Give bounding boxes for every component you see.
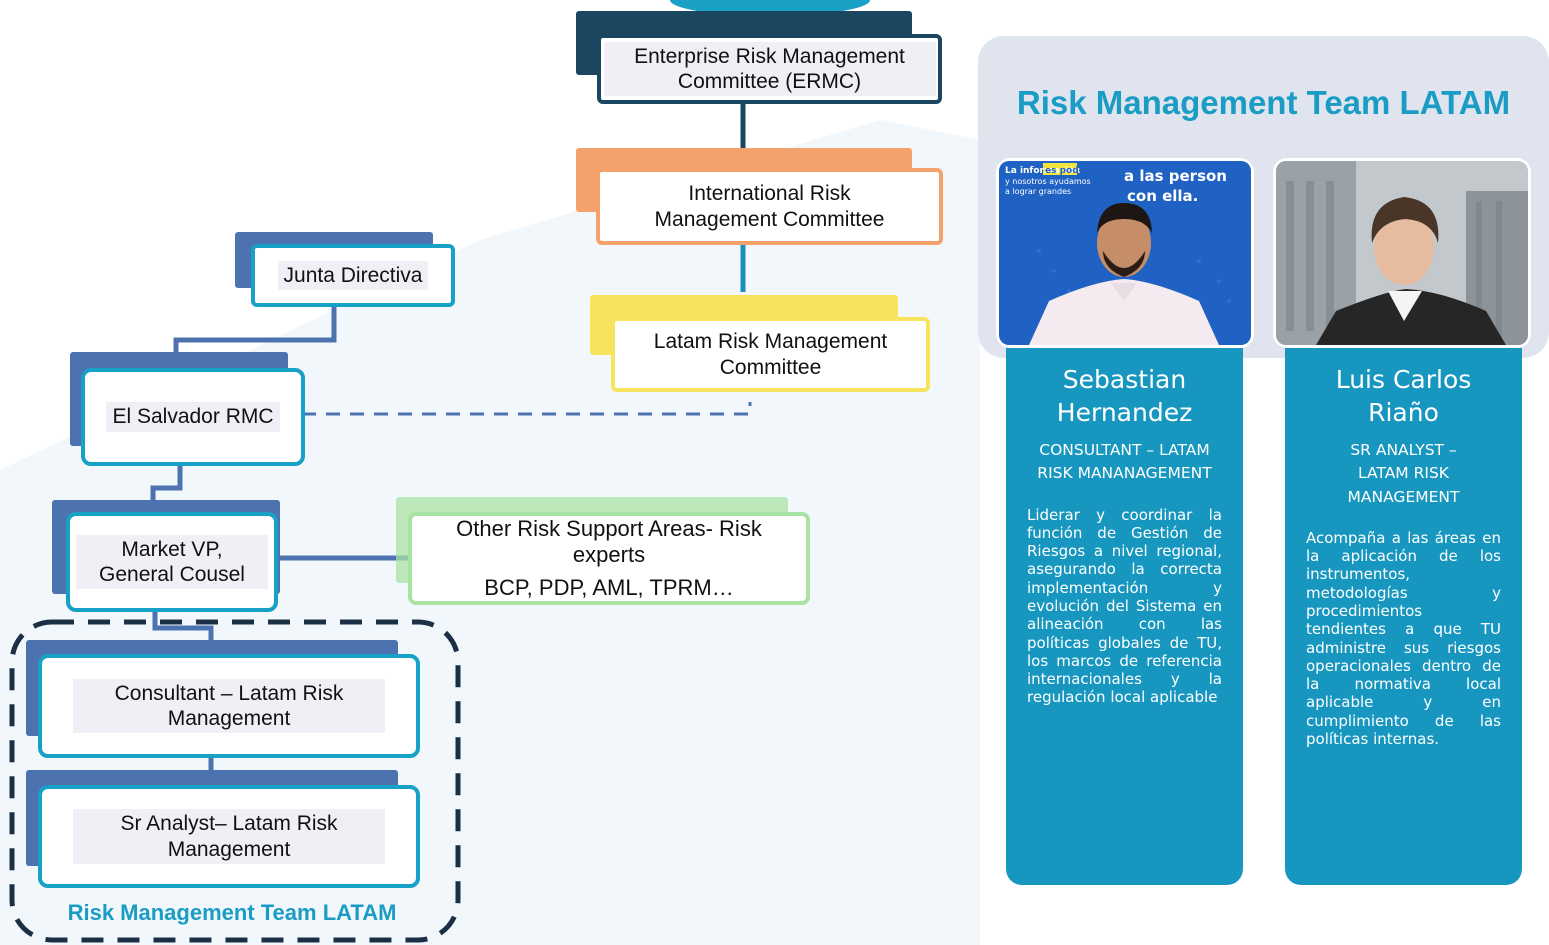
svg-text:es poder: es poder: [1045, 166, 1090, 176]
svg-text:a las person: a las person: [1124, 167, 1227, 185]
svg-text:a lograr grandes: a lograr grandes: [1005, 187, 1071, 196]
market-vp-label: Market VP, General Cousel: [76, 534, 268, 590]
member-description: Acompaña a las áreas en la aplicación de…: [1306, 528, 1501, 749]
international-committee-label: International Risk Management Committee: [628, 179, 911, 234]
member-name: Luis Carlos Riaño: [1335, 365, 1472, 427]
svg-text:y nosotros ayudamos: y nosotros ayudamos: [1005, 177, 1091, 186]
other-support-list: BCP, PDP, AML, TPRM…: [484, 574, 734, 600]
other-support-title: Other Risk Support Areas- Risk experts: [419, 515, 799, 569]
latam-committee-label: Latam Risk Management Committee: [624, 327, 917, 382]
card-luis: Luis Carlos Riaño SR ANALYST – LATAM RIS…: [1285, 348, 1522, 885]
card-sebastian: Sebastian Hernandez CONSULTANT – LATAM R…: [1006, 348, 1243, 885]
portrait-luis-image: [1276, 161, 1528, 345]
member-role: CONSULTANT – LATAM RISK MANANAGEMENT: [1037, 441, 1212, 483]
member-name: Sebastian Hernandez: [1056, 365, 1193, 427]
svg-text:La información: La información: [1005, 165, 1080, 176]
ermc-label: Enterprise Risk Management Committee (ER…: [603, 41, 936, 97]
el-salvador-rmc-label: El Salvador RMC: [106, 402, 280, 432]
photo-sebastian: La información es poder y nosotros ayuda…: [996, 158, 1254, 348]
team-panel-title: Risk Management Team LATAM: [1016, 84, 1511, 121]
consultant-label: Consultant – Latam Risk Management: [73, 678, 385, 734]
portrait-sebastian-image: La información es poder y nosotros ayuda…: [999, 161, 1251, 345]
photo-luis: [1273, 158, 1531, 348]
svg-text:con ella.: con ella.: [1127, 187, 1198, 205]
sr-analyst-label: Sr Analyst– Latam Risk Management: [73, 809, 385, 864]
member-description: Liderar y coordinar la función de Gestió…: [1027, 505, 1222, 707]
member-role: SR ANALYST – LATAM RISK MANAGEMENT: [1347, 441, 1460, 506]
team-group-label: Risk Management Team LATAM: [67, 900, 397, 925]
junta-directiva-label: Junta Directiva: [277, 260, 429, 291]
